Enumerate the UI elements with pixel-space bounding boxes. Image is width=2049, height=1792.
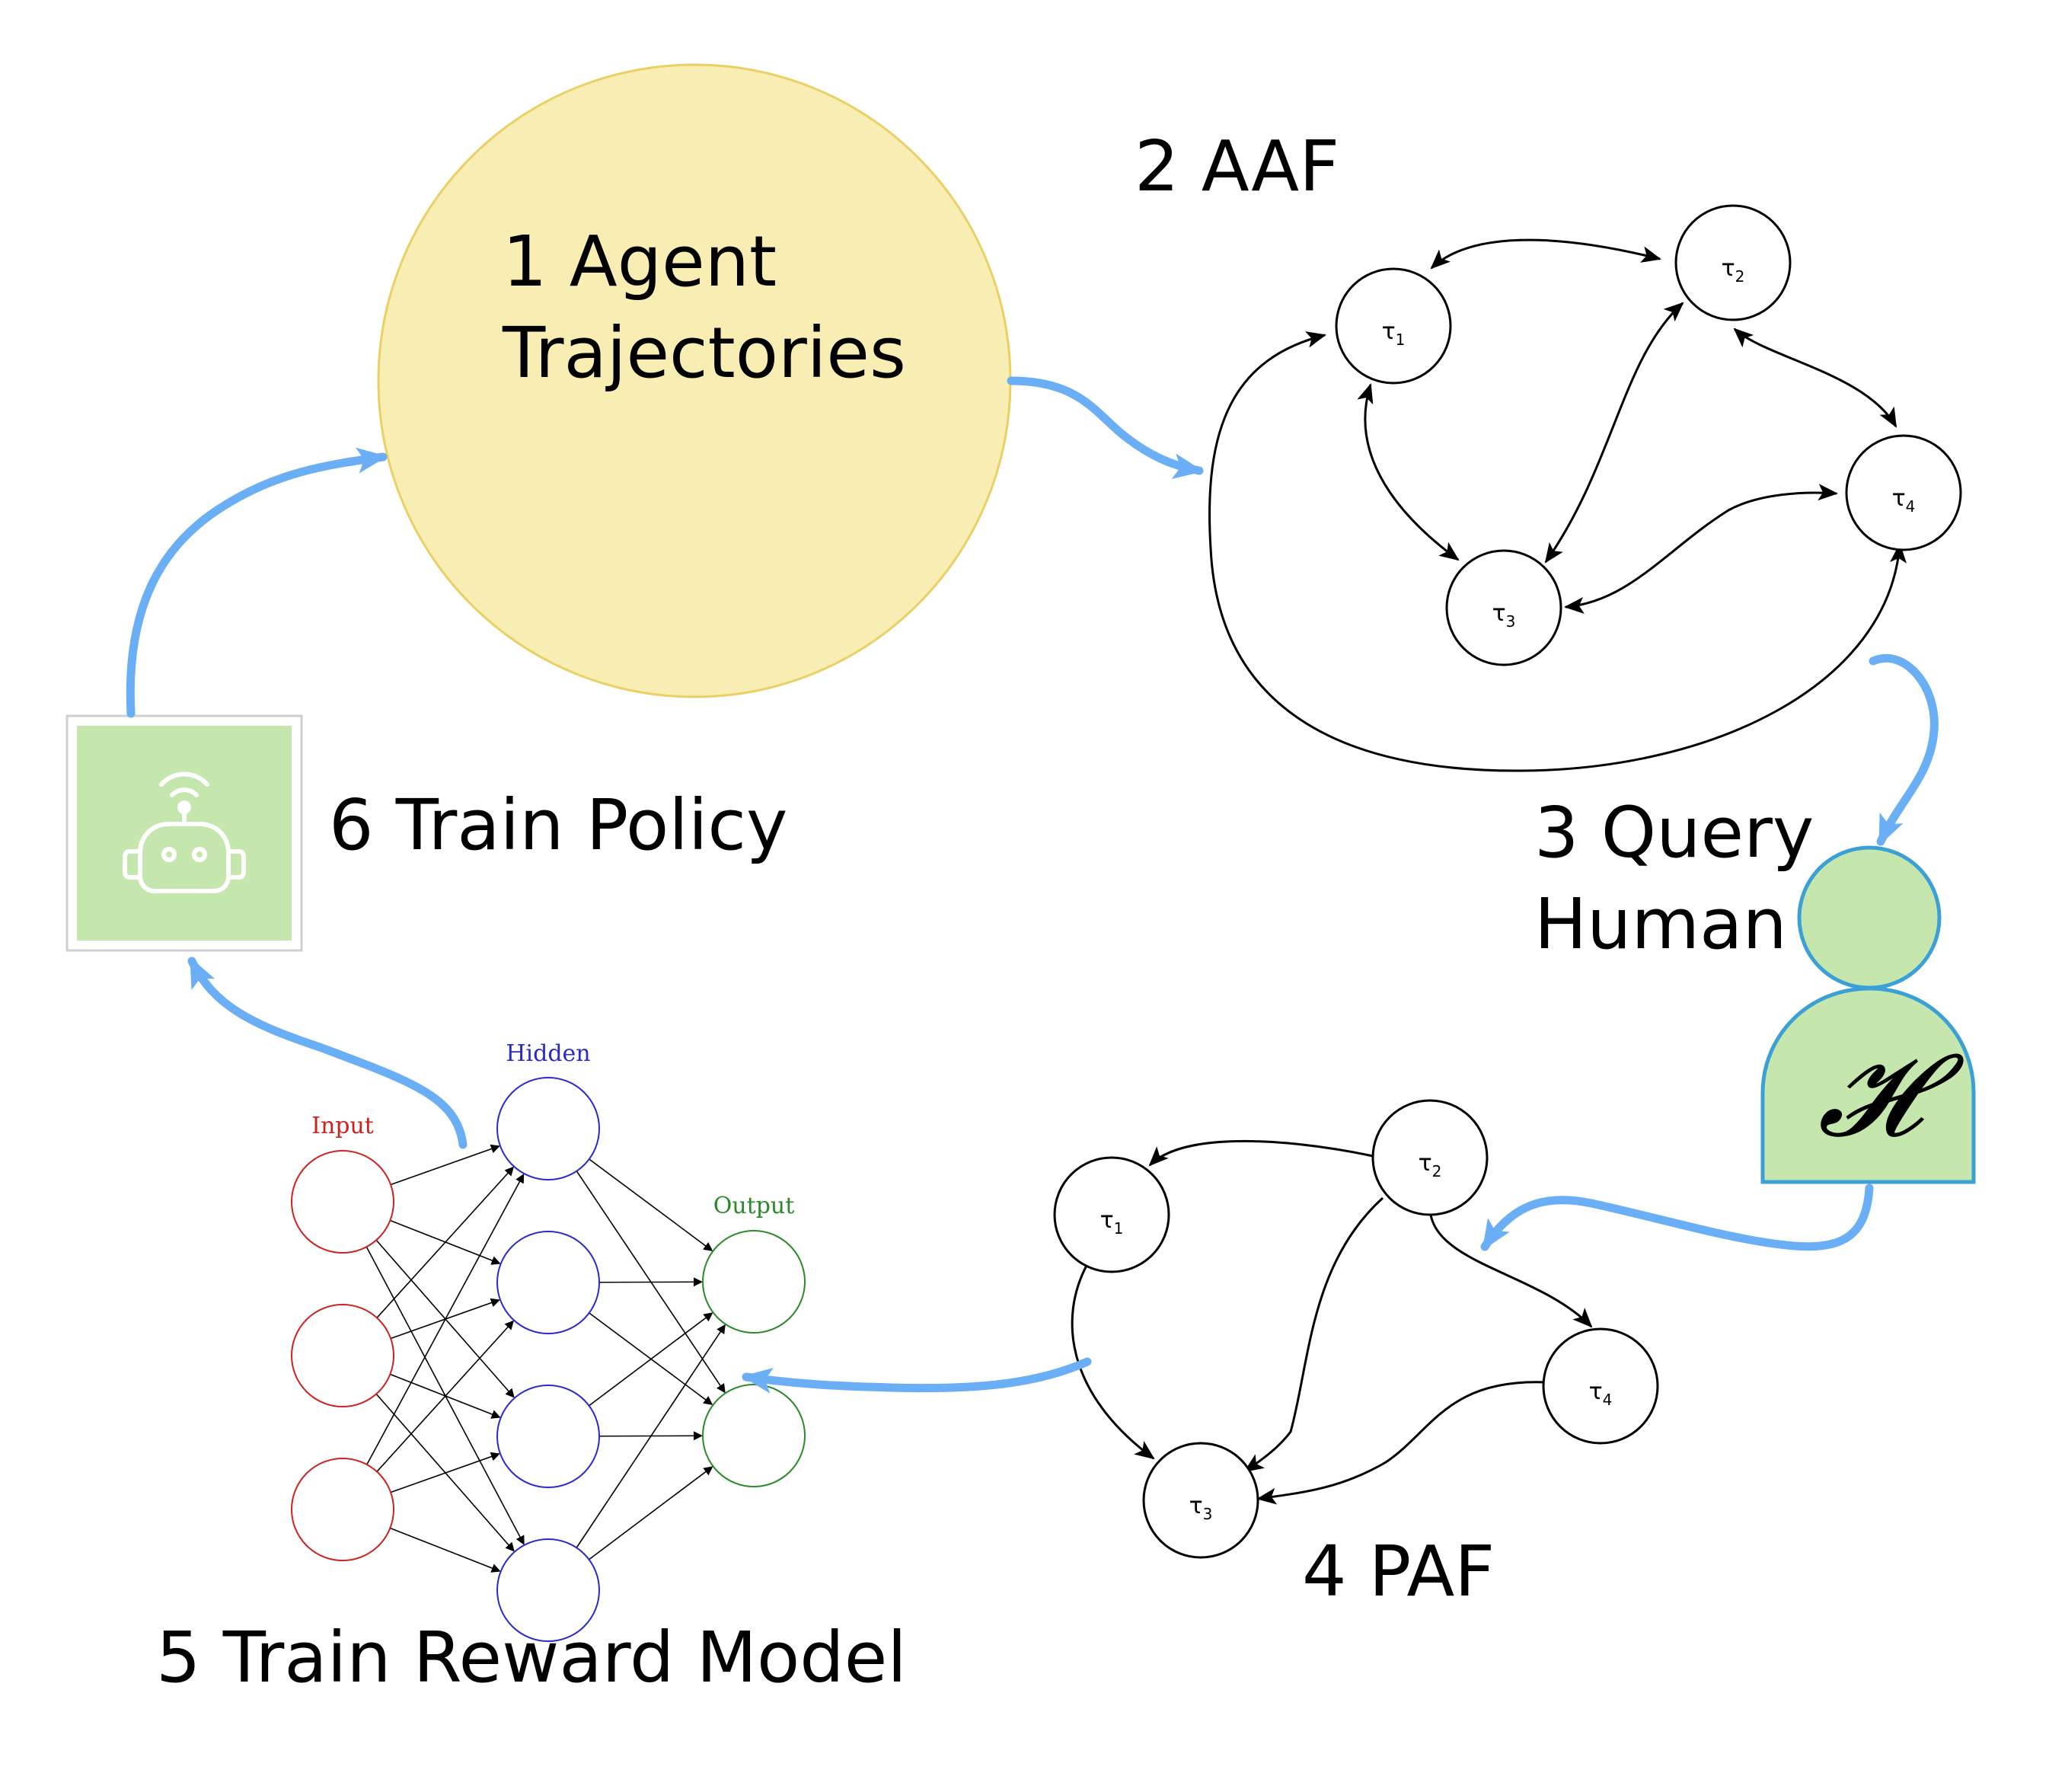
- aaf-node-t2-sub: 2: [1735, 267, 1745, 286]
- agent-trajectories-label-line2: Trajectories: [502, 312, 906, 394]
- flow-arrow-6-to-1: [126, 447, 388, 718]
- nn-hidden-neuron: [496, 1231, 600, 1334]
- aaf-node-t4-tau: τ: [1892, 485, 1906, 512]
- nn-output-label: Output: [713, 1193, 795, 1219]
- paf-node-t2: τ2: [1371, 1099, 1489, 1216]
- neural-network-edges: [365, 1144, 726, 1573]
- train-policy-label: 6 Train Policy: [329, 784, 787, 866]
- paf-node-t3: τ3: [1142, 1442, 1259, 1559]
- svg-text:τ3: τ3: [1492, 600, 1516, 631]
- nn-hidden-neuron: [496, 1538, 600, 1642]
- flow-arrow-1-to-2: [1007, 376, 1204, 480]
- flow-arrow-4-to-5: [742, 1357, 1092, 1394]
- nn-input-label: Input: [311, 1113, 374, 1139]
- flow-arrows: [126, 376, 1939, 1394]
- flow-arrow-2-to-3: [1869, 653, 1939, 846]
- query-human-label-line2: Human: [1534, 883, 1787, 965]
- nn-input-neuron: [291, 1304, 394, 1407]
- agent-trajectories-label-line1: 1 Agent: [503, 221, 777, 302]
- nn-edge: [589, 1312, 713, 1407]
- nn-output-neuron: [702, 1230, 806, 1334]
- paf-node-t3-tau: τ: [1189, 1493, 1203, 1519]
- aaf-node-t1-sub: 1: [1396, 331, 1406, 349]
- aaf-node-t4-sub: 4: [1906, 497, 1916, 516]
- aaf-node-t2: τ2: [1674, 204, 1792, 321]
- nn-edge: [375, 1239, 515, 1398]
- paf-node-t4: τ4: [1542, 1327, 1659, 1445]
- human-icon: 𝓗: [1760, 845, 1976, 1184]
- nn-edge: [390, 1144, 500, 1186]
- svg-text:τ4: τ4: [1892, 485, 1916, 516]
- nn-edge: [390, 1219, 501, 1265]
- aaf-step-label: 2 AAF: [1135, 126, 1339, 207]
- aaf-node-t2-tau: τ: [1722, 255, 1735, 282]
- query-human-label-line1: 3 Query: [1534, 792, 1814, 874]
- nn-edge: [390, 1452, 500, 1493]
- agent-trajectories-node: 1 Agent Trajectories: [377, 63, 1012, 698]
- paf-node-t3-sub: 3: [1203, 1505, 1213, 1523]
- nn-edge: [390, 1373, 501, 1419]
- aaf-edge-t1-t2: [1430, 238, 1661, 270]
- nn-edge: [576, 1324, 726, 1548]
- aaf-edge-t3-t4: [1564, 484, 1838, 614]
- human-icon-head: [1797, 845, 1942, 990]
- svg-text:τ2: τ2: [1419, 1150, 1442, 1180]
- flow-arrow-3-to-4: [1480, 1183, 1874, 1251]
- paf-node-t1-sub: 1: [1114, 1219, 1124, 1238]
- svg-text:τ1: τ1: [1100, 1207, 1124, 1238]
- paf-node-t1: τ1: [1053, 1156, 1170, 1273]
- paf-edge-t2-t4: [1428, 1207, 1593, 1328]
- aaf-node-t3-sub: 3: [1506, 612, 1516, 631]
- aaf-graph: [1208, 238, 1907, 772]
- aaf-node-t3-tau: τ: [1492, 600, 1506, 627]
- svg-text:τ4: τ4: [1589, 1378, 1613, 1409]
- nn-edge: [589, 1158, 713, 1251]
- nn-hidden-label: Hidden: [506, 1040, 590, 1067]
- aaf-edge-t2-t3: [1544, 302, 1684, 564]
- paf-step-label: 4 PAF: [1302, 1531, 1495, 1612]
- paf-edge-t1-t3: [1071, 1263, 1155, 1460]
- paf-edge-t2-t1: [1148, 1139, 1374, 1167]
- aaf-edge-t1-t3: [1357, 383, 1460, 561]
- aaf-edge-t4-t1-loop: [1208, 331, 1907, 772]
- nn-edge: [366, 1173, 525, 1465]
- paf-graph: [1071, 1139, 1593, 1505]
- nn-edge: [589, 1466, 713, 1560]
- nn-edge: [376, 1166, 515, 1318]
- nn-edge: [390, 1527, 501, 1573]
- nn-edge: [376, 1320, 515, 1472]
- aaf-node-t1-tau: τ: [1382, 318, 1396, 345]
- nn-input-neuron: [291, 1458, 394, 1561]
- neural-network: Input Hidden Output: [291, 1040, 806, 1642]
- aaf-node-t4: τ4: [1845, 434, 1962, 551]
- svg-text:τ2: τ2: [1722, 255, 1745, 286]
- flow-arrow-5-to-6: [187, 957, 468, 1149]
- paf-node-t2-tau: τ: [1419, 1150, 1432, 1177]
- aaf-edge-t2-t4: [1733, 327, 1897, 428]
- paf-edge-t2-t3: [1243, 1196, 1384, 1473]
- paf-node-t4-sub: 4: [1603, 1391, 1613, 1409]
- nn-input-neuron: [291, 1150, 394, 1254]
- svg-text:τ3: τ3: [1189, 1493, 1213, 1523]
- nn-edge: [375, 1393, 515, 1552]
- paf-node-t1-tau: τ: [1100, 1207, 1114, 1234]
- paf-node-t4-tau: τ: [1589, 1378, 1603, 1405]
- robot-icon: [123, 771, 246, 893]
- nn-hidden-neuron: [496, 1077, 600, 1180]
- aaf-node-t3: τ3: [1445, 549, 1562, 666]
- policy-robot-tile: [65, 714, 303, 952]
- paf-edge-t4-t3: [1256, 1381, 1546, 1505]
- nn-hidden-neuron: [496, 1385, 600, 1488]
- paf-node-t2-sub: 2: [1432, 1162, 1442, 1180]
- nn-output-neuron: [702, 1384, 806, 1487]
- aaf-node-t1: τ1: [1335, 267, 1452, 385]
- nn-edge: [589, 1312, 713, 1405]
- svg-text:τ1: τ1: [1382, 318, 1406, 349]
- nn-edge: [576, 1171, 726, 1394]
